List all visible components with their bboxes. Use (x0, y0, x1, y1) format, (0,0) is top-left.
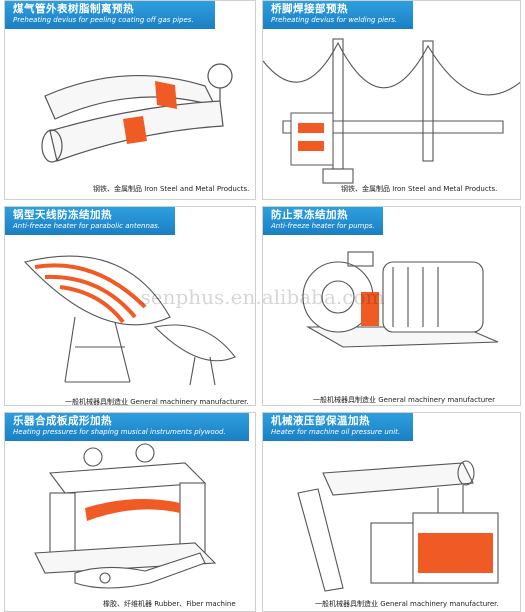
panel-caption: 橡胶、纤维机器 Rubber、Fiber machine (103, 600, 236, 608)
panel-caption: 一般机械器具制造业 General machinery manufacturer… (315, 600, 499, 608)
panel-banner: 防止泵冻结加热 Anti-freeze heater for pumps. (263, 207, 383, 235)
pier-inset (290, 112, 334, 166)
panel-bridge-piers: 桥脚焊接部预热 Preheating devius for welding pi… (262, 0, 521, 200)
panel-musical-instruments: 乐器合成板成形加热 Heating pressures for shaping … (4, 412, 256, 612)
panel-title-en: Preheating devius for welding piers. (271, 16, 398, 24)
panel-antennas: 锅型天线防冻结加热 Anti-freeze heater for parabol… (4, 206, 256, 406)
panel-caption: 一般机械器具制造业 General machinery manufacturer (313, 396, 496, 404)
heater-stripes (34, 263, 147, 324)
panel-title-cn: 乐器合成板成形加热 (13, 415, 112, 427)
panel-banner: 机械液压部保温加热 Heater for machine oil pressur… (263, 413, 413, 441)
panel-title-en: Anti-freeze heater for parabolic antenna… (13, 222, 161, 230)
panel-title-cn: 锅型天线防冻结加热 (13, 209, 112, 221)
gas-pipe-illustration (41, 63, 233, 163)
panel-title-en: Heater for machine oil pressure unit. (271, 428, 401, 436)
panel-title-cn: 防止泵冻结加热 (271, 209, 348, 221)
panel-banner: 乐器合成板成形加热 Heating pressures for shaping … (5, 413, 249, 441)
panel-banner: 桥脚焊接部预热 Preheating devius for welding pi… (263, 1, 413, 29)
bridge-illustration (263, 38, 520, 184)
heater-band (361, 292, 379, 326)
panel-banner: 锅型天线防冻结加热 Anti-freeze heater for parabol… (5, 207, 175, 235)
panel-caption: 钢铁、金属制品 Iron Steel and Metal Products. (341, 185, 498, 193)
antenna-illustration (23, 255, 236, 386)
panel-caption: 一般机械器具制造业 General machinery manufacturer… (65, 398, 249, 406)
press-illustration (34, 443, 217, 589)
heater-panel (418, 533, 493, 573)
panel-title-en: Preheating devius for peeling coating of… (13, 16, 194, 24)
heater-plate (85, 499, 180, 521)
panel-title-cn: 机械液压部保温加热 (271, 415, 370, 427)
heater-band (123, 116, 147, 144)
watermark: senphus.en.alibaba.com (140, 285, 385, 309)
heater-band (155, 81, 177, 109)
pump-illustration (302, 251, 499, 348)
panel-banner: 煤气管外表树脂制离预热 Preheating devius for peelin… (5, 1, 215, 29)
panel-caption: 钢铁、金属制品 Iron Steel and Metal Products. (93, 185, 250, 193)
panel-gas-pipes: 煤气管外表树脂制离预热 Preheating devius for peelin… (4, 0, 256, 200)
panel-title-en: Anti-freeze heater for pumps. (271, 222, 375, 230)
panel-title-cn: 桥脚焊接部预热 (271, 3, 348, 15)
panel-title-cn: 煤气管外表树脂制离预热 (13, 3, 134, 15)
oil-unit-illustration (297, 460, 499, 592)
panel-oil-pressure: 机械液压部保温加热 Heater for machine oil pressur… (262, 412, 521, 612)
panel-title-en: Heating pressures for shaping musical in… (13, 428, 226, 436)
panel-pumps: 防止泵冻结加热 Anti-freeze heater for pumps. 一般… (262, 206, 521, 406)
